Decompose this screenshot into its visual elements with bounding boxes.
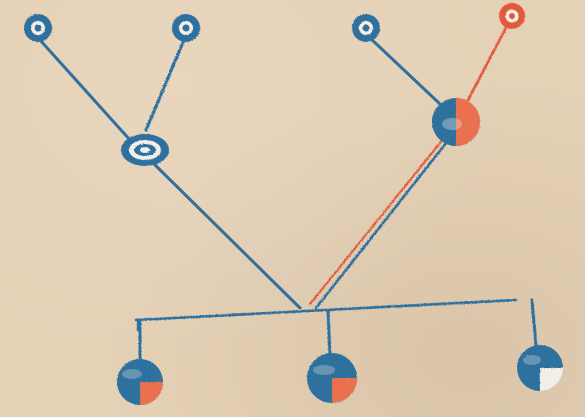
child-1 xyxy=(117,359,163,405)
sibling-bar xyxy=(136,300,516,320)
edge-parent-right-junction-red xyxy=(310,138,444,304)
edge-gp1-parent-left xyxy=(40,40,130,140)
drop-child-2 xyxy=(328,310,330,356)
edge-parent-left-junction xyxy=(150,160,300,308)
grandparent-2 xyxy=(172,14,200,42)
edge-gp4-parent-right xyxy=(468,24,508,100)
grandparent-3 xyxy=(352,14,380,42)
edge-gp3-parent-right xyxy=(370,38,440,104)
grandparent-4 xyxy=(499,3,525,29)
drop-child-3 xyxy=(532,300,536,346)
parent-right xyxy=(432,98,480,146)
edge-parent-right-junction-blue xyxy=(316,138,450,308)
grandparent-1 xyxy=(24,14,52,42)
edge-gp2-parent-left xyxy=(146,40,184,130)
parent-left xyxy=(121,134,169,166)
child-3 xyxy=(517,345,563,391)
child-2 xyxy=(307,353,357,403)
